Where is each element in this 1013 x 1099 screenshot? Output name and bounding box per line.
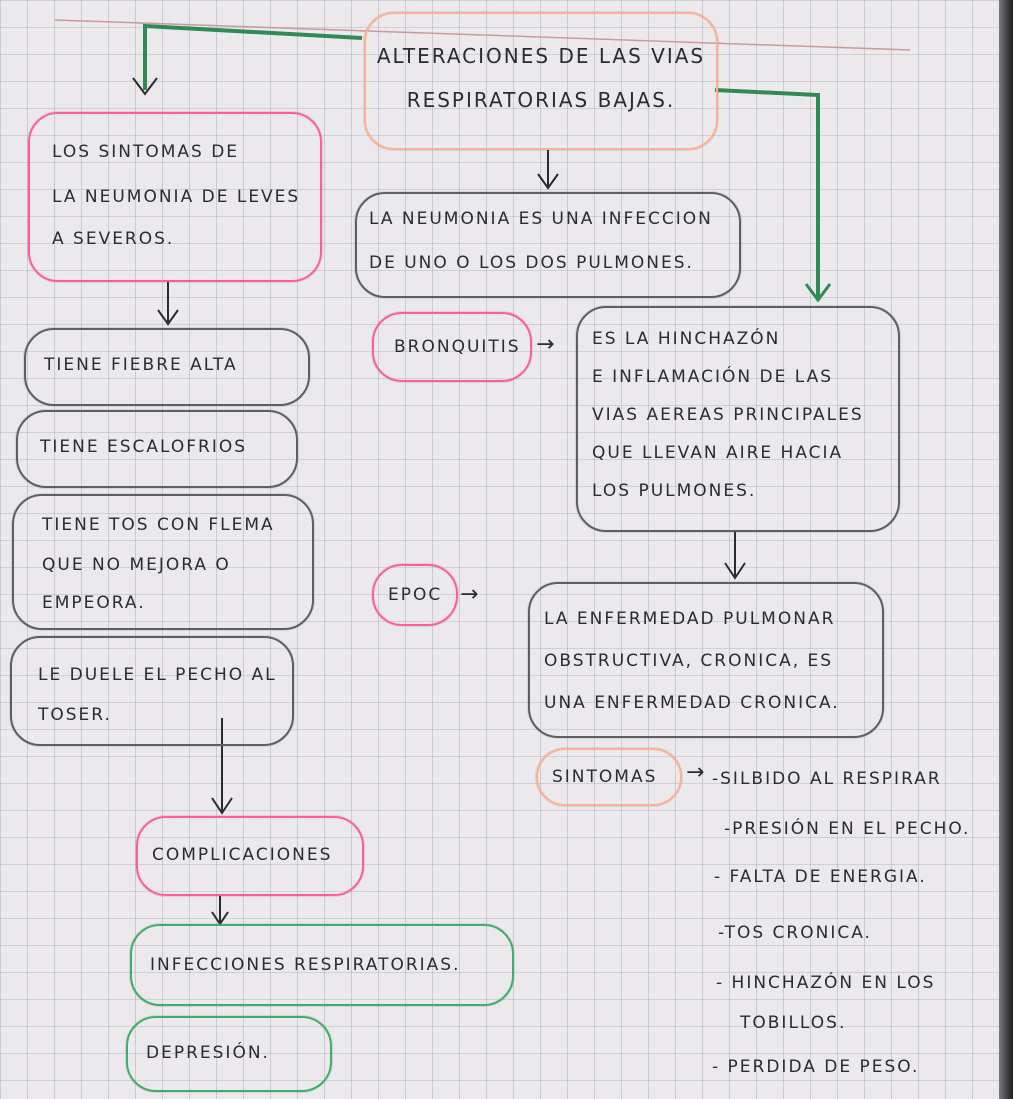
symptom-item-tobillos: TOBILLOS.	[740, 1013, 847, 1033]
bronquitis-box: BRONQUITIS	[372, 312, 532, 382]
epoc-text: EPOC	[388, 585, 443, 605]
bronquitis-arrow: →	[536, 332, 557, 357]
epoc-definition-box: LA ENFERMEDAD PULMONAR OBSTRUCTIVA, CRON…	[528, 582, 884, 738]
title-line-1: ALTERACIONES DE LAS VIAS	[376, 44, 706, 68]
bronquitis-definition-line-4: QUE LLEVAN AIRE HACIA	[592, 443, 844, 463]
fiebre-box: TIENE FIEBRE ALTA	[24, 328, 310, 406]
tos-line-3: EMPEORA.	[42, 593, 146, 613]
title-line-2: RESPIRATORIAS BAJAS.	[406, 88, 676, 112]
epoc-arrow: →	[460, 582, 481, 607]
fiebre-text: TIENE FIEBRE ALTA	[44, 355, 238, 375]
tos-line-2: QUE NO MEJORA O	[42, 555, 231, 575]
bronquitis-definition-line-3: VIAS AEREAS PRINCIPALES	[592, 405, 864, 425]
depresion-text: DEPRESIÓN.	[146, 1043, 270, 1063]
symptom-item-hinchazon: - HINCHAZÓN EN LOS	[716, 973, 936, 993]
depresion-box: DEPRESIÓN.	[126, 1016, 332, 1092]
symptom-item-tos: -TOS CRONICA.	[718, 923, 872, 943]
epoc-definition-line-2: OBSTRUCTIVA, CRONICA, ES	[544, 651, 834, 671]
symptom-item-presion: -PRESIÓN EN EL PECHO.	[724, 819, 971, 839]
sintomas-neumonia-line-2: LA NEUMONIA DE LEVES	[52, 187, 301, 207]
escalofrios-text: TIENE ESCALOFRIOS	[40, 437, 248, 457]
margin-line	[54, 19, 911, 51]
epoc-definition-line-3: UNA ENFERMEDAD CRONICA.	[544, 693, 840, 713]
arrowhead-right-top	[804, 283, 832, 303]
escalofrios-box: TIENE ESCALOFRIOS	[16, 410, 298, 488]
sintomas-neumonia-line-1: LOS SINTOMAS DE	[52, 142, 240, 162]
sintomas-epoc-box: SINTOMAS	[536, 748, 682, 806]
pecho-line-2: TOSER.	[38, 705, 112, 725]
symptom-item-peso: - PERDIDA DE PESO.	[712, 1057, 920, 1077]
epoc-definition-line-1: LA ENFERMEDAD PULMONAR	[544, 609, 836, 629]
infecciones-text: INFECCIONES RESPIRATORIAS.	[150, 955, 461, 975]
symptom-item-silbido: -SILBIDO AL RESPIRAR	[712, 769, 942, 789]
complicaciones-box: COMPLICACIONES	[136, 816, 364, 896]
neumonia-definition-line-2: DE UNO O LOS DOS PULMONES.	[369, 253, 694, 273]
infecciones-box: INFECCIONES RESPIRATORIAS.	[130, 924, 514, 1006]
complicaciones-text: COMPLICACIONES	[152, 845, 333, 865]
green-connector-left	[143, 23, 363, 90]
tos-line-1: TIENE TOS CON FLEMA	[42, 515, 275, 535]
tos-box: TIENE TOS CON FLEMA QUE NO MEJORA O EMPE…	[12, 494, 314, 630]
sintomas-epoc-arrow: →	[686, 760, 707, 785]
pecho-box: LE DUELE EL PECHO AL TOSER.	[10, 636, 294, 746]
title-box: ALTERACIONES DE LAS VIAS RESPIRATORIAS B…	[364, 12, 718, 150]
page-edge-shadow	[999, 0, 1013, 1099]
sintomas-neumonia-line-3: A SEVEROS.	[52, 229, 175, 249]
bronquitis-definition-box: ES LA HINCHAZÓN E INFLAMACIÓN DE LAS VIA…	[576, 306, 900, 532]
neumonia-definition-line-1: LA NEUMONIA ES UNA INFECCION	[369, 209, 713, 229]
green-connector-right	[714, 88, 820, 297]
symptom-item-energia: - FALTA DE ENERGIA.	[714, 867, 927, 887]
pecho-line-1: LE DUELE EL PECHO AL	[38, 665, 277, 685]
bronquitis-definition-line-5: LOS PULMONES.	[592, 481, 757, 501]
bronquitis-definition-line-1: ES LA HINCHAZÓN	[592, 329, 781, 349]
bronquitis-definition-line-2: E INFLAMACIÓN DE LAS	[592, 367, 834, 387]
sintomas-epoc-text: SINTOMAS	[552, 767, 658, 787]
neumonia-definition-box: LA NEUMONIA ES UNA INFECCION DE UNO O LO…	[355, 192, 741, 298]
bronquitis-text: BRONQUITIS	[394, 337, 521, 357]
epoc-box: EPOC	[372, 564, 458, 626]
sintomas-neumonia-box: LOS SINTOMAS DE LA NEUMONIA DE LEVES A S…	[28, 112, 322, 282]
arrowhead-left-top	[132, 77, 158, 96]
